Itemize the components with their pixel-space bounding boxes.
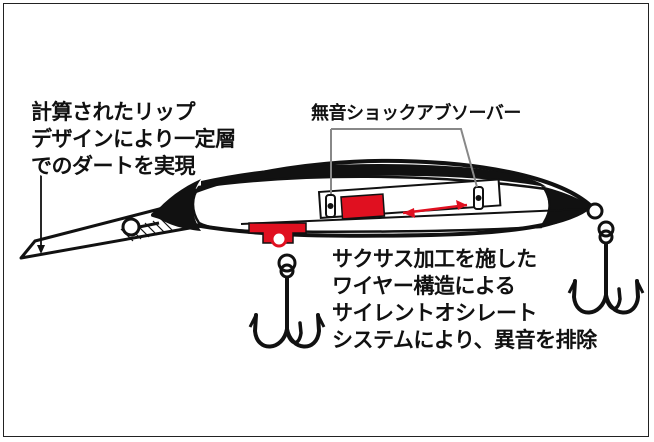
belly-hook-hanger <box>248 222 307 248</box>
shock-absorber-front <box>325 194 336 218</box>
wire-label-line-4: システムにより、異音を排除 <box>332 328 597 352</box>
weight-chamber <box>317 178 502 220</box>
wire-eye-icon <box>270 230 288 248</box>
lure-tail <box>541 186 591 228</box>
wire-label-line-3: サイレントオシレート <box>332 301 538 325</box>
diagram-frame: 計算されたリップ デザインにより一定層 でのダートを実現 無音ショックアブソーバ… <box>3 3 649 437</box>
wire-label-line-2: ワイヤー構造による <box>332 274 516 298</box>
internal-cavity <box>191 175 551 234</box>
lip-label-line-2: デザインにより一定層 <box>31 127 236 151</box>
lure-diagram <box>19 128 645 349</box>
absorber-leader-lines <box>330 128 478 194</box>
tail-treble-hook-icon <box>567 229 645 315</box>
tail-eye <box>586 202 604 220</box>
wire-label-line-1: サクサス加工を施した <box>332 247 537 271</box>
treble-hook-icon <box>248 263 326 349</box>
lip-label-line-3: でのダートを実現 <box>31 154 196 178</box>
shock-absorber-rear <box>473 186 484 210</box>
line-tie-eye <box>121 217 141 237</box>
lure-back-stripe <box>201 163 546 187</box>
absorber-label: 無音ショックアブソーバー <box>311 103 521 124</box>
lip-label-line-1: 計算されたリップ <box>31 100 196 124</box>
sliding-weight <box>340 193 386 220</box>
lure-head <box>153 179 201 231</box>
